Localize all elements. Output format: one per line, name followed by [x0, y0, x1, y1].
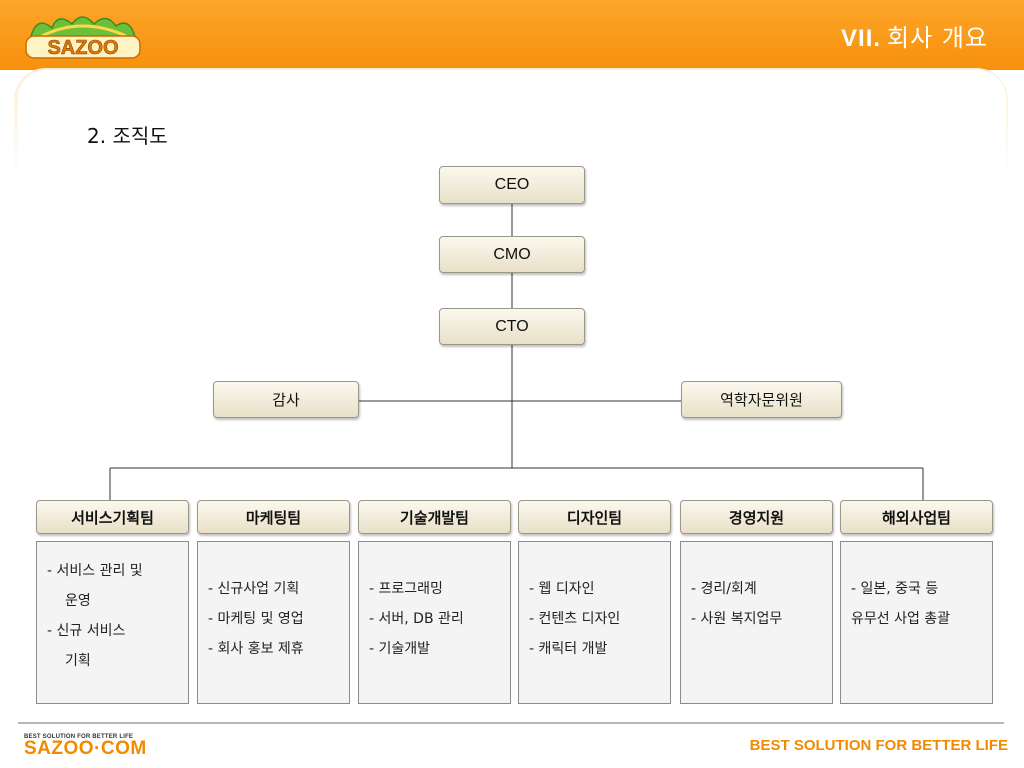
section-label: 회사 개요	[887, 24, 988, 52]
ceo-box: CEO	[439, 166, 585, 204]
cto-label: CTO	[495, 317, 529, 335]
duty-item: - 컨텐츠 디자인	[529, 611, 621, 627]
audit-label: 감사	[272, 391, 300, 409]
duty-item: - 신규사업 기획	[208, 581, 300, 597]
team-box-overseas: 해외사업팀	[840, 500, 993, 534]
duty-item: - 신규 서비스	[47, 623, 126, 639]
duty-item: - 웹 디자인	[529, 581, 595, 597]
advisor-label: 역학자문위원	[720, 391, 803, 409]
sazoo-logo[interactable]: SAZOO	[22, 6, 144, 62]
duty-item: - 기술개발	[369, 641, 431, 657]
duty-item: - 회사 홍보 제휴	[208, 641, 304, 657]
footer-tagline: BEST SOLUTION FOR BETTER LIFE	[749, 737, 1008, 754]
cmo-box: CMO	[439, 236, 585, 273]
duty-item: - 프로그래밍	[369, 581, 443, 597]
duty-item: - 경리/회계	[691, 581, 757, 597]
team-name: 서비스기획팀	[71, 508, 154, 527]
cmo-label: CMO	[493, 245, 531, 263]
section-number: VII.	[841, 25, 882, 52]
header-bar	[0, 0, 1024, 70]
duty-box-service-planning: - 서비스 관리 및 운영 - 신규 서비스 기획	[36, 541, 189, 704]
footer-logo-text: SAZOO·COM	[24, 738, 147, 759]
section-title: VII.회사 개요	[841, 18, 988, 53]
duty-box-marketing: - 신규사업 기획 - 마케팅 및 영업 - 회사 홍보 제휴	[197, 541, 350, 704]
team-name: 해외사업팀	[881, 508, 951, 527]
footer-logo[interactable]: BEST SOLUTION FOR BETTER LIFE SAZOO·COM	[24, 734, 147, 758]
duty-box-design: - 웹 디자인 - 컨텐츠 디자인 - 캐릭터 개발	[518, 541, 671, 704]
duty-item: - 일본, 중국 등	[851, 581, 939, 597]
team-name: 디자인팀	[566, 508, 623, 527]
team-name: 경영지원	[728, 508, 785, 527]
team-box-service-planning: 서비스기획팀	[36, 500, 189, 534]
logo-text: SAZOO	[47, 37, 118, 59]
duty-box-overseas: - 일본, 중국 등 유무선 사업 총괄	[840, 541, 993, 704]
duty-item: - 서버, DB 관리	[369, 611, 464, 627]
team-name: 마케팅팀	[245, 508, 302, 527]
team-box-marketing: 마케팅팀	[197, 500, 350, 534]
duty-item: 기획	[65, 653, 91, 669]
footer-divider	[18, 722, 1004, 724]
cto-box: CTO	[439, 308, 585, 345]
team-name: 기술개발팀	[399, 508, 469, 527]
advisor-box: 역학자문위원	[681, 381, 842, 418]
page-title: 2. 조직도	[87, 124, 168, 148]
ceo-label: CEO	[494, 176, 530, 193]
audit-box: 감사	[213, 381, 359, 418]
footer-logo-slogan: BEST SOLUTION FOR BETTER LIFE	[24, 734, 134, 740]
duty-item: 유무선 사업 총괄	[851, 611, 951, 627]
duty-item: - 마케팅 및 영업	[208, 611, 304, 627]
duty-item: 운영	[65, 593, 91, 609]
team-box-design: 디자인팀	[518, 500, 671, 534]
duty-item: - 사원 복지업무	[691, 611, 783, 627]
duty-box-management: - 경리/회계 - 사원 복지업무	[680, 541, 833, 704]
duty-item: - 캐릭터 개발	[529, 641, 608, 657]
team-box-development: 기술개발팀	[358, 500, 511, 534]
duty-box-development: - 프로그래밍 - 서버, DB 관리 - 기술개발	[358, 541, 511, 704]
team-box-management: 경영지원	[680, 500, 833, 534]
duty-item: - 서비스 관리 및	[47, 563, 143, 579]
